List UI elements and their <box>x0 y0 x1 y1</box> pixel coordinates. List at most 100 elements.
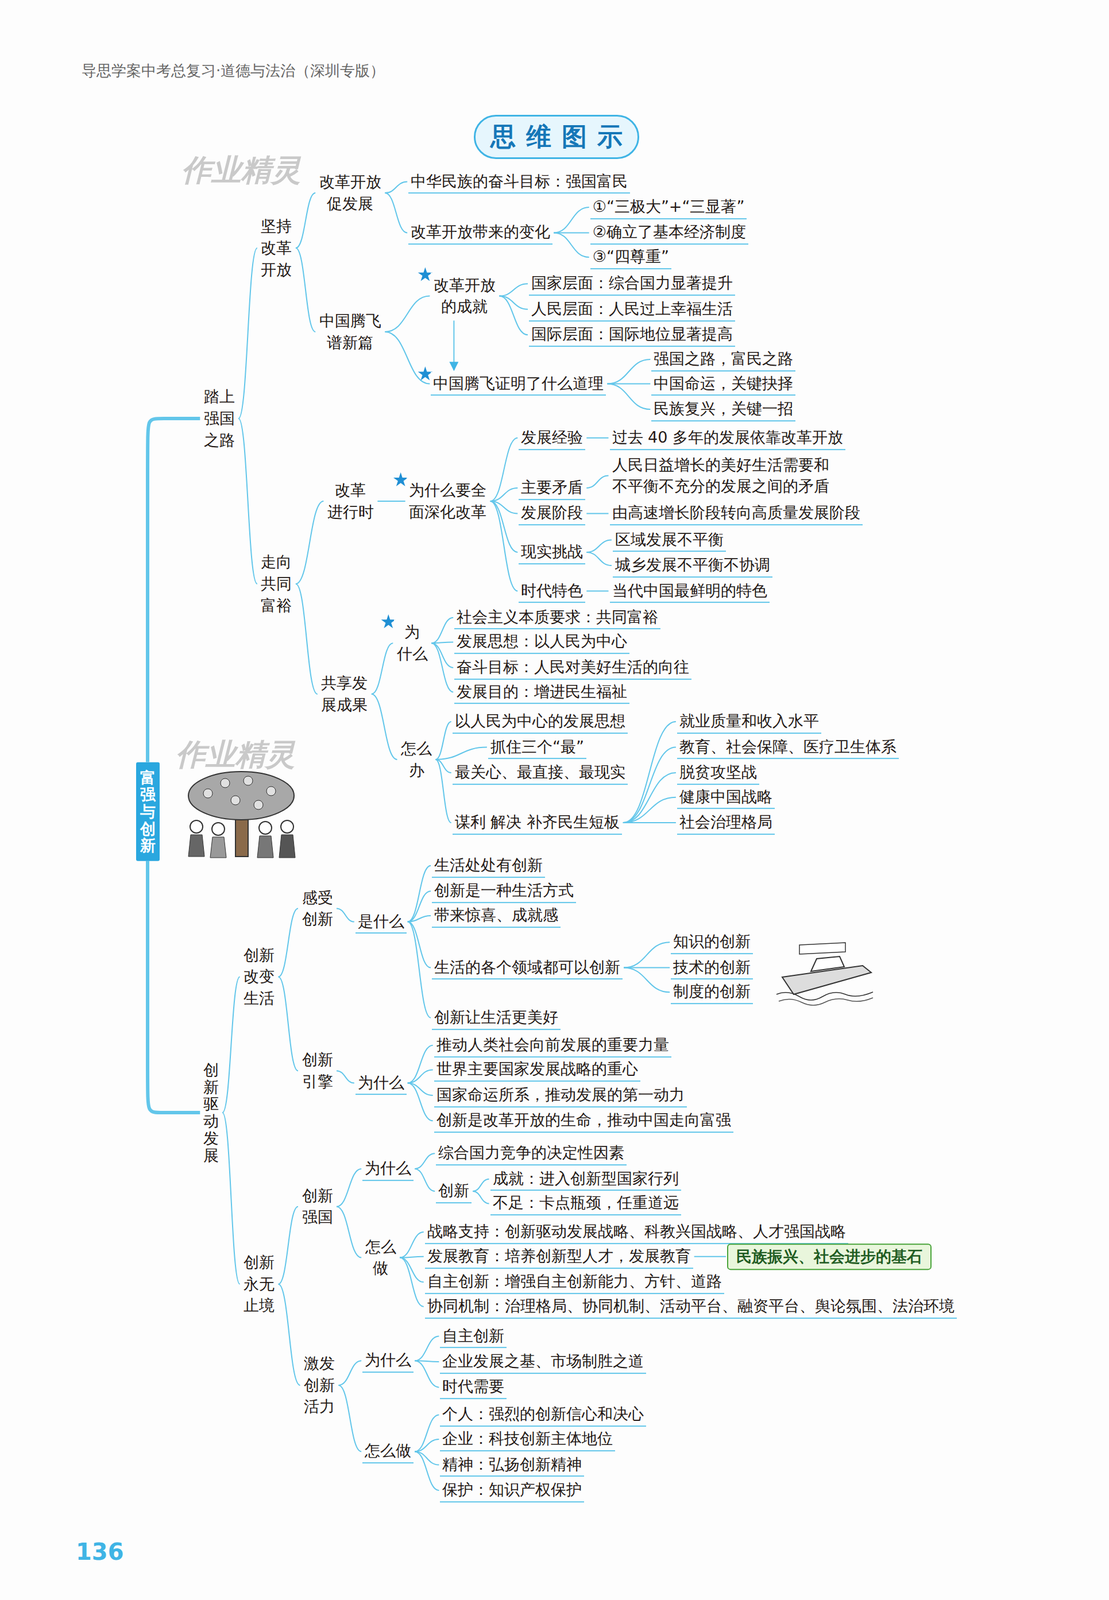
topic-node: 强国之路，富民之路 <box>651 347 796 372</box>
topic-node: 企业发展之基、市场制胜之道 <box>439 1350 647 1375</box>
topic-node: 创新是改革开放的生命，推动中国走向富强 <box>434 1109 734 1134</box>
node-text: 生活处处有创新 <box>434 856 543 875</box>
topic-node: 发展经验 <box>518 426 586 451</box>
boat-cabin <box>810 956 845 972</box>
branch-line <box>278 1284 301 1386</box>
branch-line <box>371 643 394 695</box>
topic-node: 中国命运，关键抉择 <box>651 372 796 397</box>
branch-line <box>623 942 670 968</box>
topic-node: 人民层面：人民过上幸福生活 <box>528 297 736 322</box>
node-text: 最关心、最直接、最现实 <box>454 763 626 782</box>
branch-line <box>431 643 454 693</box>
branch-line <box>607 359 651 385</box>
topic-node: 综合国力竞争的决定性因素 <box>435 1141 627 1166</box>
node-text: 为什么要全 面深化改革 <box>408 479 488 524</box>
node-text: 中华民族的奋斗目标：强国富民 <box>410 172 628 191</box>
node-text: 走向 共同 富裕 <box>260 551 293 617</box>
topic-node: 谋利 解决 补齐民生短板 <box>452 810 622 836</box>
star-icon <box>381 614 396 629</box>
node-text: 坚持 改革 开放 <box>260 215 293 281</box>
node-text: 区域发展不平衡 <box>615 530 724 549</box>
topic-node: 改革 进行时 <box>324 477 377 525</box>
topic-node: 中国腾飞证明了什么道理 <box>430 372 606 397</box>
branch-line <box>338 1361 362 1386</box>
topic-node: 奋斗目标：人民对美好生活的向往 <box>454 655 692 680</box>
topic-node: 保护：知识产权保护 <box>439 1478 585 1503</box>
topic-node: 社会治理格局 <box>677 810 775 836</box>
node-text: 过去 40 多年的发展依靠改革开放 <box>612 428 844 447</box>
node-text: 当代中国最鲜明的特色 <box>612 581 768 600</box>
branch-line <box>431 642 454 644</box>
branch-line <box>553 232 590 258</box>
topic-node: 不足：卡点瓶颈，任重道远 <box>490 1192 682 1217</box>
topic-node: 城乡发展不平衡不协调 <box>612 553 773 578</box>
arrow-connector <box>453 320 455 370</box>
topic-node: 时代需要 <box>439 1376 507 1401</box>
topic-node: 创新 <box>435 1179 472 1204</box>
branch-line <box>407 866 431 923</box>
node-text: 脱贫攻坚战 <box>679 763 757 782</box>
node-text: 创新 强国 <box>301 1185 334 1230</box>
topic-node: 健康中国战略 <box>677 785 775 810</box>
branch-line <box>607 384 651 410</box>
topic-node: 创新 引擎 <box>299 1047 336 1095</box>
branch-line <box>472 1191 489 1204</box>
star-icon <box>418 267 433 281</box>
node-text: 激发 创新 活力 <box>303 1353 336 1418</box>
branch-line <box>147 861 200 1114</box>
branch-line <box>295 501 324 585</box>
node-text: 社会治理格局 <box>679 813 773 832</box>
node-text: 创新是一种生活方式 <box>434 881 574 900</box>
person-body <box>210 837 227 859</box>
node-text: 创新 <box>438 1181 470 1200</box>
topic-node: 发展思想：以人民为中心 <box>454 630 630 655</box>
fruit <box>253 800 264 810</box>
node-text: 为什么 <box>364 1159 412 1178</box>
branch-line <box>399 1258 424 1284</box>
page-number: 136 <box>75 1539 125 1566</box>
topic-node: 怎么做 <box>362 1440 414 1465</box>
branch-line <box>407 891 431 922</box>
branch-line <box>553 207 590 233</box>
node-text: 强国之路，富民之路 <box>653 349 794 368</box>
topic-node: 发展教育：培养创新型人才，发展教育 <box>424 1245 694 1270</box>
branch-line <box>414 1337 439 1362</box>
topic-node: 生活的各个领域都可以创新 <box>431 956 623 981</box>
node-text: 教育、社会保障、医疗卫生体系 <box>679 737 897 756</box>
branch-line <box>384 192 408 233</box>
topic-node: 精神：弘扬创新精神 <box>439 1453 585 1478</box>
node-text: 奋斗目标：人民对美好生活的向往 <box>456 658 690 676</box>
topic-node: 走向 共同 富裕 <box>258 549 295 618</box>
node-text: 抓住三个“最” <box>490 737 585 756</box>
node-text: 是什么 <box>357 912 405 931</box>
callout-box: 民族振兴、社会进步的基石 <box>727 1243 932 1271</box>
watermark: 作业精灵 <box>181 150 301 191</box>
node-text: 精神：弘扬创新精神 <box>442 1455 582 1474</box>
topic-node: 改革开放带来的变化 <box>408 221 553 246</box>
node-text: 怎么 办 <box>400 737 433 782</box>
branch-line <box>623 968 670 993</box>
branch-line <box>414 1439 439 1452</box>
node-text: 战略支持：创新驱动发展战略、科教兴国战略、人才强国战略 <box>427 1222 846 1241</box>
topic-node: 创新驱动发展 <box>201 1060 222 1166</box>
node-text: 中国腾飞证明了什么道理 <box>433 374 604 393</box>
branch-line <box>222 977 240 1114</box>
branch-line <box>414 1169 435 1192</box>
node-text: 带来惊喜、成就感 <box>434 906 559 925</box>
node-text: 以人民为中心的发展思想 <box>454 712 626 730</box>
node-text: 为什么 <box>357 1073 405 1092</box>
node-text: 发展经验 <box>520 428 583 447</box>
branch-line <box>472 1179 489 1192</box>
node-text: 时代需要 <box>442 1378 505 1397</box>
topic-node: 最关心、最直接、最现实 <box>452 760 628 786</box>
branch-line <box>586 437 609 439</box>
topic-node: 踏上 强国 之路 <box>201 384 238 453</box>
branch-line <box>407 922 431 969</box>
branch-line <box>623 747 676 824</box>
branch-line <box>278 977 299 1072</box>
topic-node: 为 什么 <box>393 619 431 667</box>
topic-node: 成就：进入创新型国家行列 <box>490 1167 682 1192</box>
person-body <box>257 836 274 859</box>
topic-node: 国际层面：国际地位显著提高 <box>528 322 736 347</box>
